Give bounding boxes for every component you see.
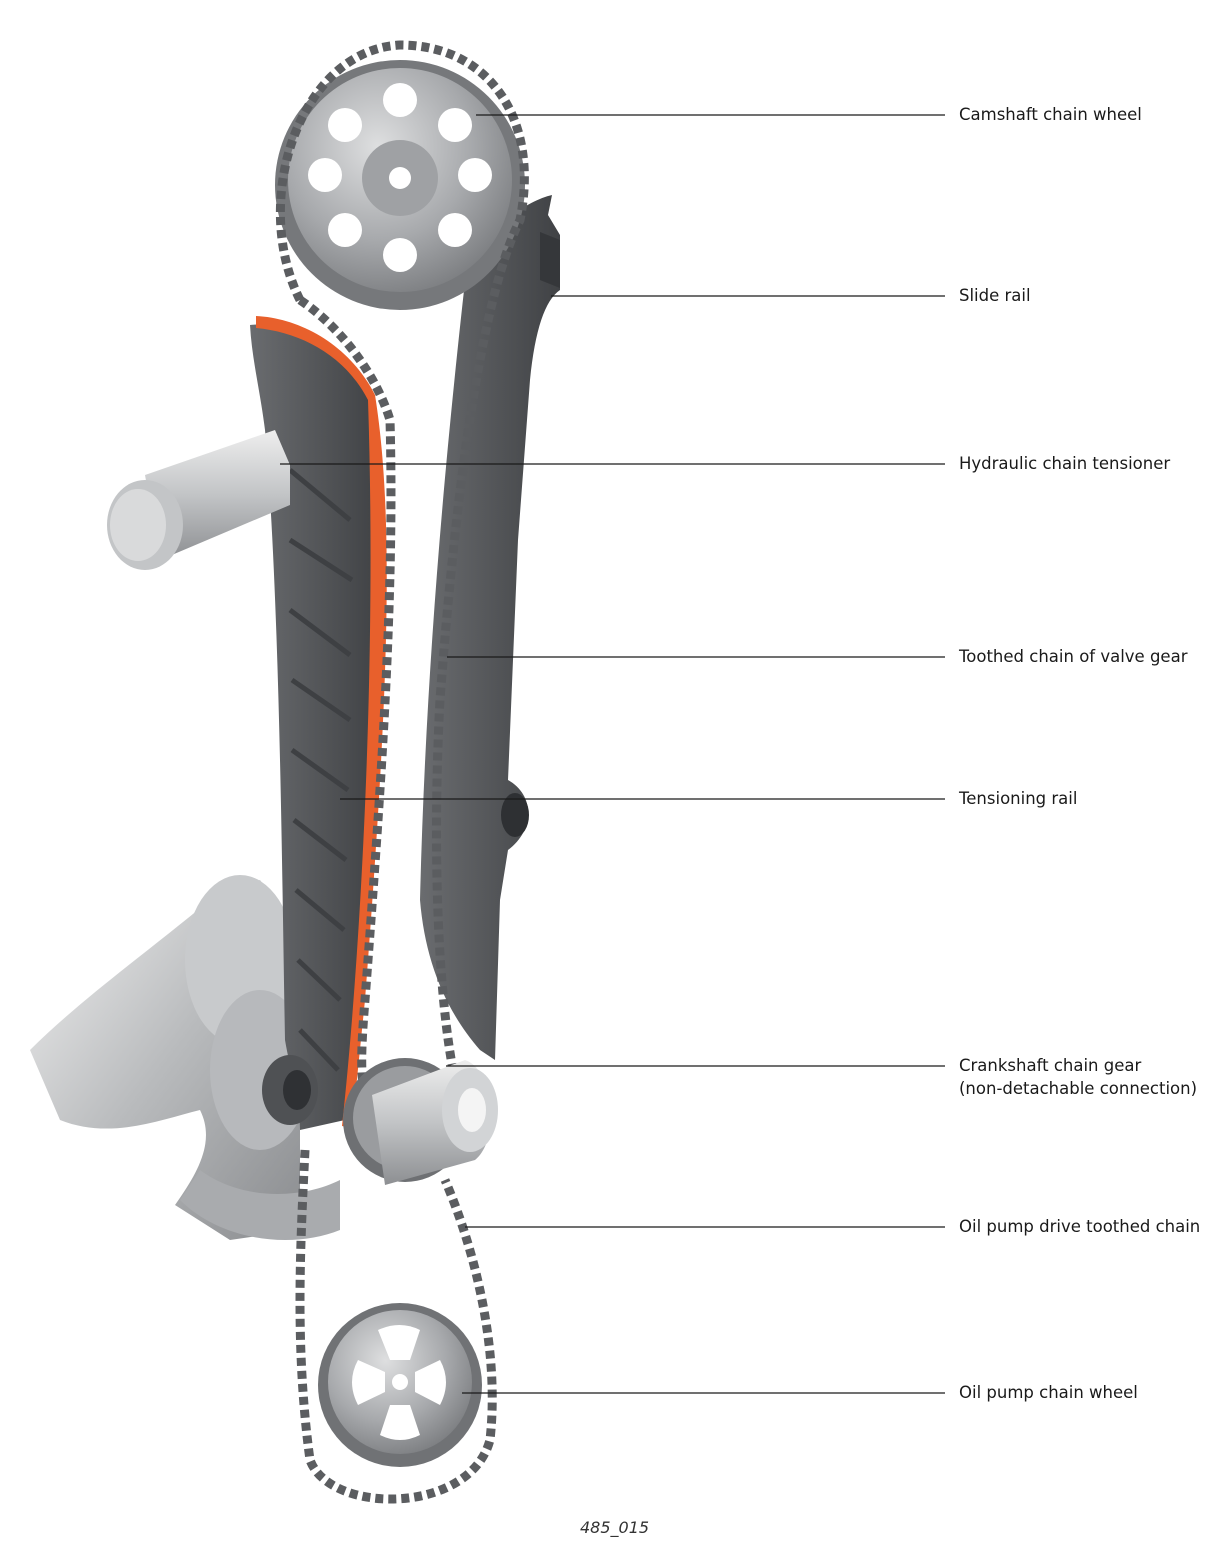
slide-rail <box>420 195 560 1060</box>
crankshaft-chain-gear <box>343 1058 498 1185</box>
label-oil-pump-chain-wheel: Oil pump chain wheel <box>959 1382 1138 1404</box>
oil-pump-chain-wheel <box>318 1303 482 1467</box>
label-crankshaft-chain-gear: Crankshaft chain gear <box>959 1055 1141 1077</box>
label-hydraulic-chain-tensioner: Hydraulic chain tensioner <box>959 453 1170 475</box>
label-tensioning-rail: Tensioning rail <box>959 788 1077 810</box>
label-oil-pump-drive-chain: Oil pump drive toothed chain <box>959 1216 1200 1238</box>
hydraulic-chain-tensioner <box>107 430 290 570</box>
figure-id: 485_015 <box>580 1518 649 1537</box>
label-slide-rail: Slide rail <box>959 285 1031 307</box>
label-crankshaft-chain-gear-note: (non-detachable connection) <box>959 1078 1197 1100</box>
label-toothed-chain-valve-gear: Toothed chain of valve gear <box>959 646 1187 668</box>
label-camshaft-chain-wheel: Camshaft chain wheel <box>959 104 1142 126</box>
